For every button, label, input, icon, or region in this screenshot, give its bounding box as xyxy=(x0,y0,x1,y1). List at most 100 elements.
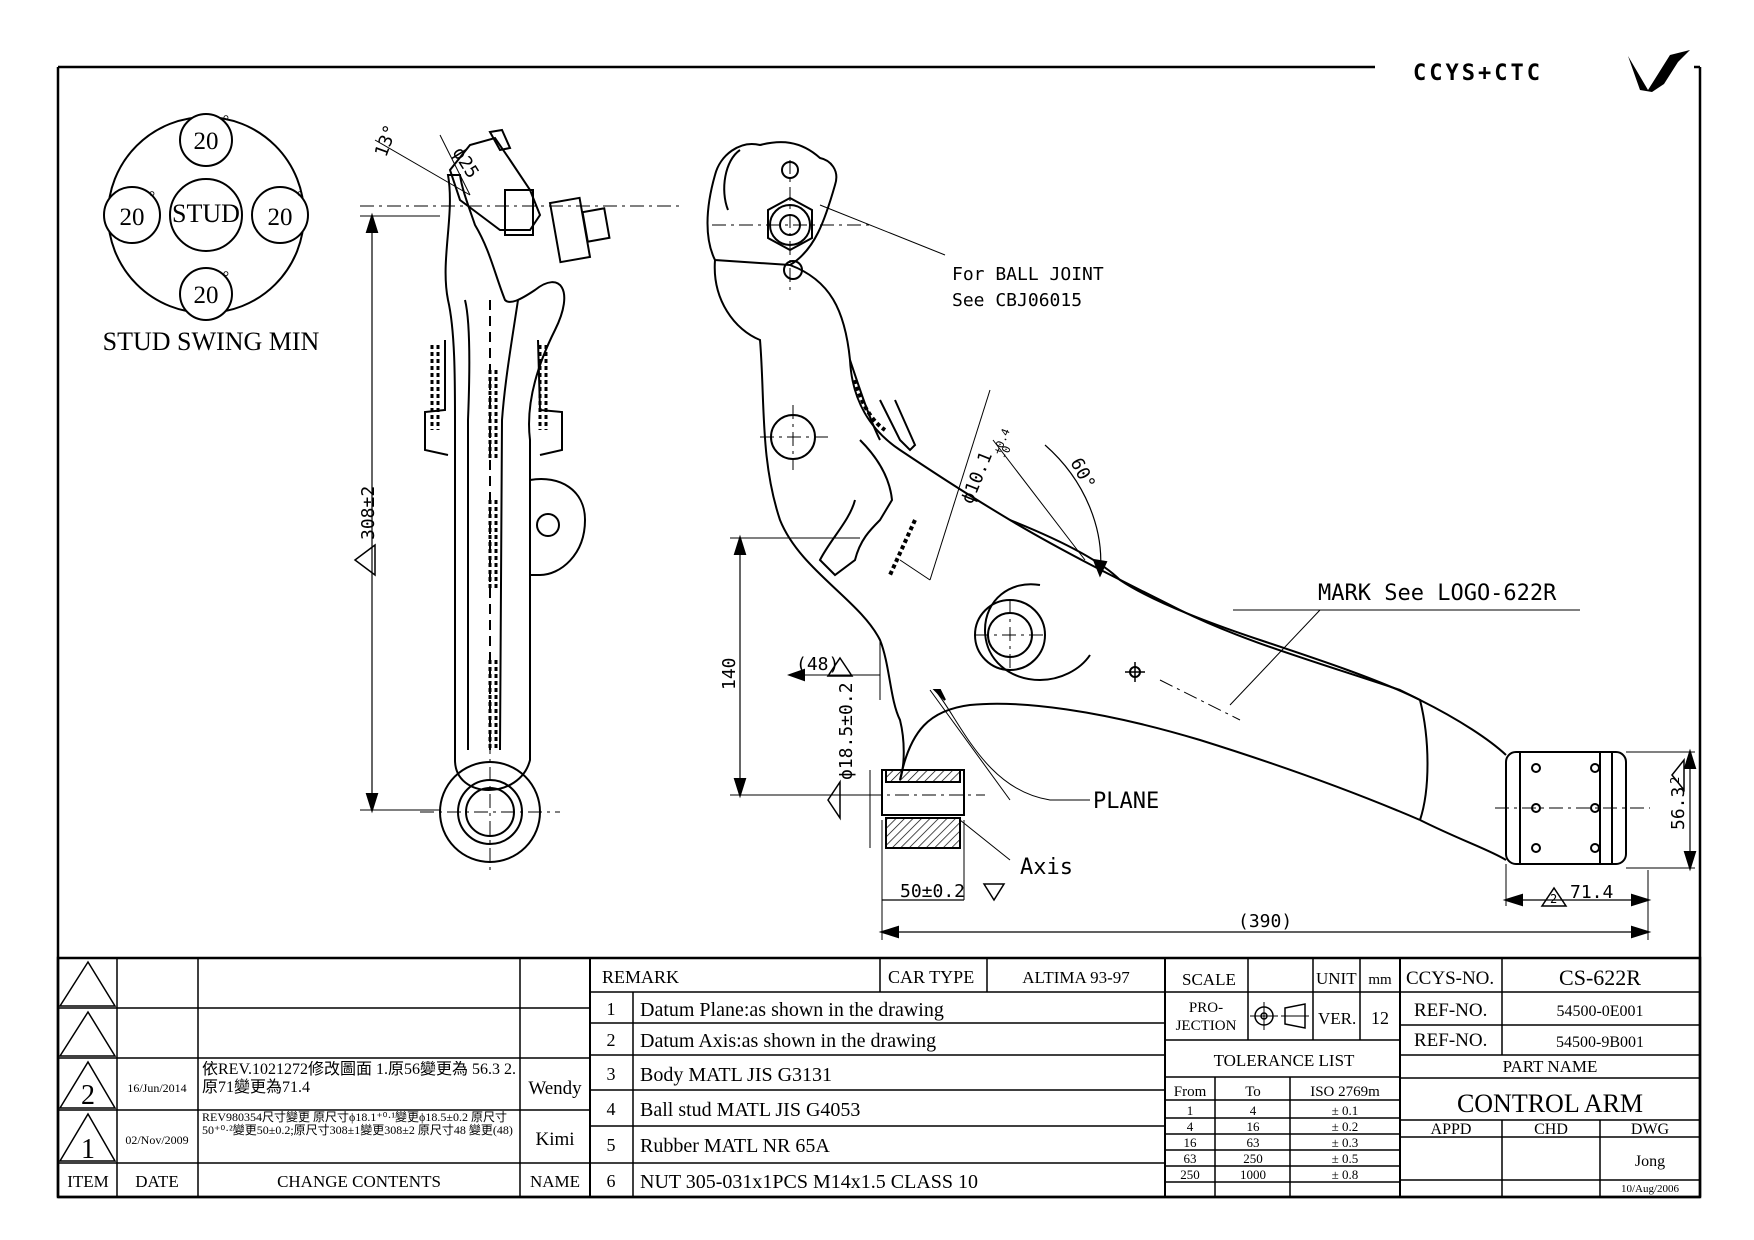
projection-label-1: PRO- xyxy=(1189,1000,1223,1016)
ball-joint-note-2: See CBJ06015 xyxy=(952,290,1082,311)
side-angle-label: 13° xyxy=(371,122,402,160)
projection-label-2: JECTION xyxy=(1176,1018,1237,1034)
dim-bushing-dia-label: ϕ18.5±0.2 xyxy=(836,682,857,780)
swing-caption: STUD SWING MIN xyxy=(103,327,320,356)
mark-note-label: MARK See LOGO-622R xyxy=(1318,581,1557,606)
dim-48-label: (48) xyxy=(796,654,839,675)
remark-1-no: 1 xyxy=(607,999,616,1019)
change-row-3-content: REV980354尺寸變更 原尺寸ϕ18.1⁺⁰·¹變更ϕ18.5±0.2 原尺… xyxy=(202,1111,513,1137)
tol-1-from: 1 xyxy=(1187,1103,1194,1118)
hole-dim-label: ϕ10.1 xyxy=(957,449,997,507)
swing-deg-top: ° xyxy=(223,113,229,130)
tol-1-val: ± 0.1 xyxy=(1332,1103,1359,1118)
side-view-labels: 13° ϕ25 308±2 xyxy=(358,122,483,540)
ccys-ctc-logo-icon xyxy=(1628,50,1690,92)
dwg-name: Jong xyxy=(1635,1153,1665,1170)
remark-3-no: 3 xyxy=(607,1064,616,1084)
remark-2-no: 2 xyxy=(607,1030,616,1050)
angle-60-label: 60° xyxy=(1066,454,1100,493)
side-view xyxy=(353,128,680,870)
remark-4-text: Ball stud MATL JIS G4053 xyxy=(640,1099,860,1121)
remark-header: REMARK xyxy=(602,967,679,987)
tol-2-from: 4 xyxy=(1187,1119,1194,1134)
dim-390-label: (390) xyxy=(1238,911,1292,932)
plane-label: PLANE xyxy=(1093,789,1159,814)
ref-no-label-2: REF-NO. xyxy=(1414,1030,1487,1051)
tol-header-iso: ISO 2769m xyxy=(1310,1084,1380,1100)
change-row-3-date: 02/Nov/2009 xyxy=(125,1133,188,1147)
dim-71-4-label: 71.4 xyxy=(1570,882,1613,903)
change-row-2-name: Wendy xyxy=(528,1078,582,1099)
tol-2-to: 16 xyxy=(1247,1119,1261,1134)
title-block-text: 2 16/Jun/2014 依REV.1021272修改圖面 1.原56變更為 … xyxy=(67,965,1679,1195)
car-type-label: CAR TYPE xyxy=(888,967,974,987)
appd-label: APPD xyxy=(1431,1121,1472,1138)
tol-3-to: 63 xyxy=(1247,1135,1260,1150)
swing-deg-bottom: ° xyxy=(223,269,229,286)
change-header-name: NAME xyxy=(530,1172,580,1191)
dwg-date: 10/Aug/2006 xyxy=(1621,1183,1680,1195)
brand-logo: CCYS+CTC xyxy=(1413,50,1690,92)
front-view-labels: For BALL JOINT See CBJ06015 ϕ10.1 +0.4 -… xyxy=(719,264,1689,932)
title-block-grid xyxy=(56,956,1702,1199)
change-row-3-content-box: REV980354尺寸變更 原尺寸ϕ18.1⁺⁰·¹變更ϕ18.5±0.2 原尺… xyxy=(202,1111,513,1137)
dim-56-3-label: 56.3 xyxy=(1668,787,1689,830)
tol-1-to: 4 xyxy=(1250,1103,1257,1118)
rev-mark-714: 2 xyxy=(1550,892,1557,906)
remark-5-no: 5 xyxy=(607,1135,616,1155)
dim-50-label: 50±0.2 xyxy=(900,881,965,902)
change-row-2-content-box: 依REV.1021272修改圖面 1.原56變更為 56.3 2.原71變更為7… xyxy=(202,1061,516,1096)
stud-swing-diagram xyxy=(103,113,309,321)
tol-5-to: 1000 xyxy=(1240,1167,1266,1182)
tol-3-val: ± 0.3 xyxy=(1332,1135,1359,1150)
tol-4-from: 63 xyxy=(1184,1151,1197,1166)
tol-header-to: To xyxy=(1245,1084,1261,1100)
remark-1-text: Datum Plane:as shown in the drawing xyxy=(640,999,944,1021)
ref-no-label-1: REF-NO. xyxy=(1414,1000,1487,1021)
side-height-label: 308±2 xyxy=(358,486,379,540)
remark-3-text: Body MATL JIS G3131 xyxy=(640,1064,832,1086)
remark-5-text: Rubber MATL NR 65A xyxy=(640,1135,830,1157)
ccys-no-value: CS-622R xyxy=(1559,965,1641,990)
swing-center: STUD xyxy=(172,199,240,228)
hole-tol-lower: -0 xyxy=(997,444,1014,461)
remark-6-text: NUT 305-031x1PCS M14x1.5 CLASS 10 xyxy=(640,1171,978,1193)
change-row-3-name: Kimi xyxy=(535,1129,574,1150)
tol-4-val: ± 0.5 xyxy=(1332,1151,1359,1166)
rev-mark-563: 2 xyxy=(1668,777,1682,784)
swing-deg-left: ° xyxy=(149,189,155,206)
ccys-no-label: CCYS-NO. xyxy=(1406,968,1494,989)
ball-joint-note-1: For BALL JOINT xyxy=(952,264,1104,285)
remark-4-no: 4 xyxy=(607,1099,616,1119)
car-type-value: ALTIMA 93-97 xyxy=(1022,968,1130,987)
stud-swing-labels: 20 20 20 20 ° ° ° ° STUD STUD SWING MIN xyxy=(103,113,320,356)
change-header-item: ITEM xyxy=(67,1172,109,1191)
change-row-2-content: 依REV.1021272修改圖面 1.原56變更為 56.3 2.原71變更為7… xyxy=(202,1061,516,1096)
chd-label: CHD xyxy=(1534,1121,1568,1138)
tol-5-val: ± 0.8 xyxy=(1332,1167,1359,1182)
tol-2-val: ± 0.2 xyxy=(1332,1119,1359,1134)
tol-4-to: 250 xyxy=(1243,1151,1263,1166)
unit-label: UNIT xyxy=(1316,969,1357,988)
change-row-2-date: 16/Jun/2014 xyxy=(127,1081,186,1095)
part-name-label: PART NAME xyxy=(1503,1057,1598,1076)
dwg-label: DWG xyxy=(1631,1121,1670,1138)
swing-deg-right: ° xyxy=(297,189,303,206)
dim-140-label: 140 xyxy=(719,657,740,690)
remark-6-no: 6 xyxy=(607,1171,616,1191)
change-header-date: DATE xyxy=(135,1172,178,1191)
tol-3-from: 16 xyxy=(1184,1135,1198,1150)
ref-no-value-2: 54500-9B001 xyxy=(1556,1034,1644,1051)
swing-left: 20 xyxy=(120,204,145,231)
tol-header-from: From xyxy=(1174,1084,1207,1100)
tol-5-from: 250 xyxy=(1180,1167,1200,1182)
part-name-value: CONTROL ARM xyxy=(1457,1089,1643,1118)
front-view xyxy=(706,141,1697,940)
swing-right: 20 xyxy=(268,204,293,231)
drawing-frame xyxy=(56,65,1702,1199)
ref-no-value-1: 54500-0E001 xyxy=(1556,1003,1643,1020)
remark-2-text: Datum Axis:as shown in the drawing xyxy=(640,1030,936,1052)
swing-top: 20 xyxy=(194,128,219,155)
swing-bottom: 20 xyxy=(194,282,219,309)
